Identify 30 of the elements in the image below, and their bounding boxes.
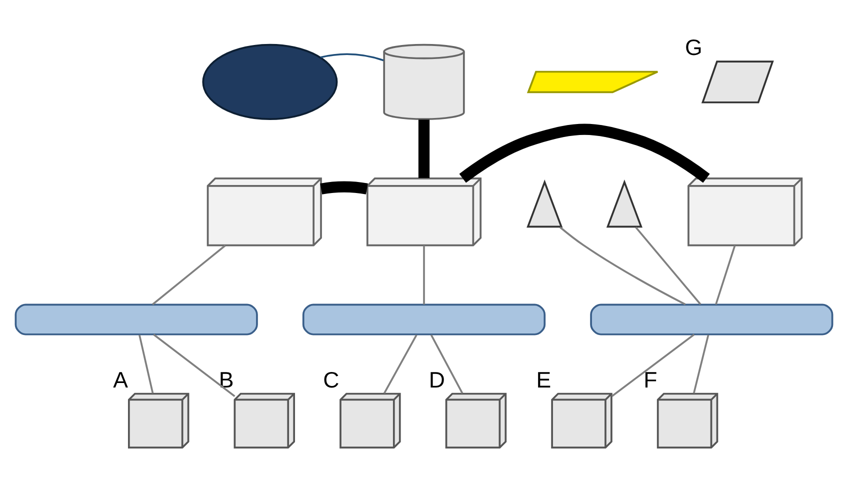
connector xyxy=(611,334,695,397)
connector xyxy=(383,334,418,394)
connector xyxy=(320,53,384,62)
connector xyxy=(423,246,425,305)
connector xyxy=(418,120,430,178)
node-cylinder xyxy=(302,304,546,336)
node-label: F xyxy=(644,367,658,392)
connector xyxy=(138,334,154,394)
connector xyxy=(560,226,686,306)
connector xyxy=(320,181,368,194)
node-label: E xyxy=(536,367,552,392)
node-cylinder xyxy=(14,304,258,336)
node-cylinder xyxy=(590,304,834,336)
node-antenna xyxy=(606,180,642,228)
connector xyxy=(459,124,710,183)
connector xyxy=(152,244,226,306)
connector xyxy=(430,334,464,394)
node-label: B xyxy=(218,367,234,392)
connector xyxy=(715,245,736,305)
node-label: D xyxy=(428,367,446,392)
node-label: C xyxy=(323,367,340,392)
node-label: A xyxy=(113,367,128,392)
connector xyxy=(692,334,710,394)
connector xyxy=(153,334,236,397)
node-antenna xyxy=(526,180,563,228)
node-label: G xyxy=(685,35,702,60)
node-cloud xyxy=(202,44,338,120)
node-bolt xyxy=(526,70,659,94)
node-laptop xyxy=(701,60,774,104)
connector xyxy=(635,226,702,305)
